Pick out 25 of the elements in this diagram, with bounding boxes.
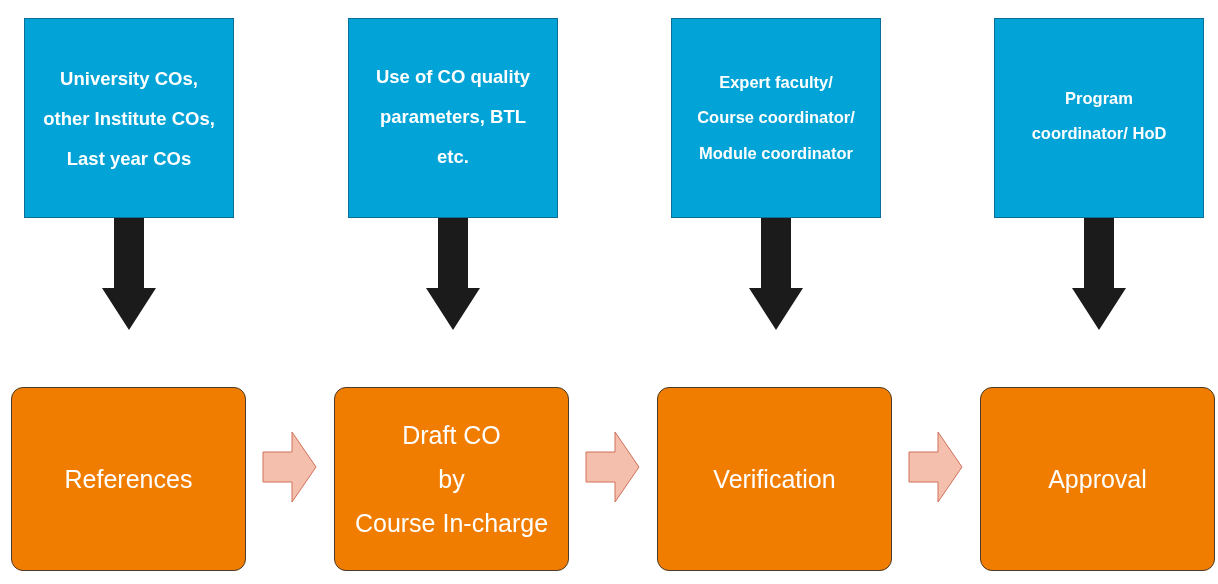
box-text: by xyxy=(438,464,465,495)
box-text: Course In-charge xyxy=(354,508,549,539)
block-arrow xyxy=(585,431,640,503)
box-text: Verification xyxy=(713,464,836,495)
block-arrow xyxy=(102,218,156,330)
block-arrow xyxy=(908,431,963,503)
block-arrow xyxy=(426,218,480,330)
process-box xyxy=(11,387,246,571)
process-box xyxy=(657,387,892,571)
box-text: Draft CO xyxy=(402,420,501,451)
box-text: Use of CO quality parameters, BTL etc. xyxy=(374,65,532,169)
process-box xyxy=(334,387,569,571)
source-box xyxy=(671,18,881,218)
block-arrow xyxy=(1072,218,1126,330)
process-box xyxy=(980,387,1215,571)
source-box xyxy=(994,18,1204,218)
block-arrow xyxy=(749,218,803,330)
box-text: Expert faculty/ Course coordinator/ Module coordinator xyxy=(696,72,856,164)
box-text: University COs, other Institute COs, Last year COs xyxy=(42,67,216,171)
source-box xyxy=(348,18,558,218)
box-text: References xyxy=(64,464,193,495)
box-text: Approval xyxy=(1048,464,1147,495)
box-text: Program coordinator/ HoD xyxy=(1030,88,1168,145)
block-arrow xyxy=(262,431,317,503)
source-box xyxy=(24,18,234,218)
